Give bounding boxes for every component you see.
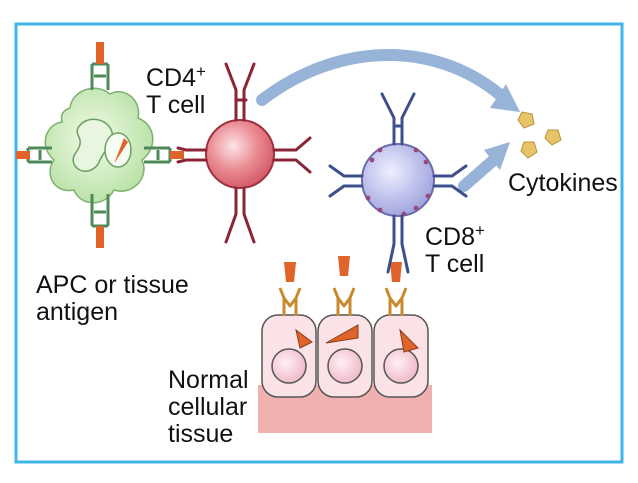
apc-inner-vesicle — [104, 132, 132, 168]
cd8-label-line2: T cell — [425, 250, 485, 278]
apc-antigen-bottom — [96, 226, 104, 248]
cd4-arrow-head — [490, 84, 520, 112]
mhc-peptides — [284, 256, 402, 282]
apc-receptor-bottom — [90, 194, 110, 228]
cytokine-3 — [520, 141, 538, 159]
apc-antigen-left — [16, 151, 30, 159]
cytokines-label: Cytokines — [508, 170, 618, 197]
apc-label-line1: APC or tissue — [36, 271, 189, 299]
cytokine-particles — [517, 111, 562, 159]
apc-internal-antigen — [114, 138, 128, 164]
cd8-receptor-top — [380, 92, 416, 146]
apc-receptor-right — [144, 146, 172, 164]
normal-label-line2: cellular — [168, 393, 248, 421]
tissue-cells — [261, 314, 429, 398]
apc-label-line2: antigen — [36, 298, 119, 326]
tissue-nucleus-2 — [327, 348, 363, 384]
apc-cell — [44, 87, 154, 204]
normal-label-line1: Normal — [168, 366, 249, 394]
mhc-peptide-2 — [338, 256, 350, 276]
apc-receptor-top — [90, 62, 110, 90]
cd8-label-text: CD8 — [425, 223, 476, 251]
cd4-label-text: CD4 — [146, 64, 197, 92]
cd8-receptor-left — [328, 164, 364, 198]
apc-antigen-right — [170, 151, 184, 159]
cd8-to-cytokines-arrow — [458, 152, 502, 192]
cd4-cell-body — [205, 119, 275, 189]
cd4-receptor-bottom — [224, 186, 256, 244]
frame-border — [14, 22, 624, 464]
mhc-peptide-3 — [390, 262, 402, 282]
granule — [423, 159, 429, 165]
mhc-2 — [332, 287, 356, 316]
cd4-receptor-top — [224, 62, 256, 122]
granule — [377, 207, 383, 213]
mhc-3 — [384, 287, 408, 316]
granule — [365, 195, 371, 201]
cd4-label-line2: T cell — [146, 91, 206, 119]
cd8-label-sup: + — [475, 221, 485, 240]
granule — [369, 157, 375, 163]
cd8-t-cell-label: CD8+ T cell — [425, 221, 485, 278]
tissue-antigen-2 — [325, 324, 359, 344]
cd4-t-cell — [176, 62, 312, 244]
normal-label-line3: tissue — [168, 420, 234, 448]
tissue-antigens — [295, 324, 419, 353]
cd4-receptor-left — [176, 146, 208, 164]
tissue-mhc-molecules — [278, 287, 408, 316]
cd8-cell-body — [361, 143, 435, 217]
mhc-1 — [278, 287, 302, 316]
tissue-nucleus-1 — [271, 348, 307, 384]
apc-label: APC or tissue antigen — [36, 272, 189, 326]
cd8-receptor-right — [432, 164, 468, 198]
granule — [377, 147, 383, 153]
granule — [413, 147, 419, 153]
cd8-granules — [365, 147, 431, 217]
granule — [425, 193, 431, 199]
cd8-arrow-head — [484, 142, 510, 170]
tissue-antigen-1 — [295, 328, 313, 349]
apc-receptor-left — [26, 146, 52, 164]
tissue-nucleus-3 — [383, 348, 419, 384]
mhc-peptide-1 — [284, 262, 296, 282]
granule — [413, 205, 419, 211]
cd4-label-sup: + — [196, 62, 206, 81]
cd8-receptor-bottom — [386, 214, 410, 274]
normal-tissue-label: Normal cellular tissue — [168, 367, 249, 448]
cytokine-2 — [544, 129, 562, 146]
cd4-to-cytokines-arrow — [256, 49, 512, 106]
tissue-antigen-3 — [399, 328, 419, 353]
cytokine-1 — [517, 111, 535, 129]
cd4-t-cell-label: CD4+ T cell — [146, 62, 206, 119]
apc-antigens — [16, 42, 184, 248]
cd4-receptors — [176, 62, 312, 244]
cytokines-label-text: Cytokines — [508, 169, 618, 197]
apc-nucleus — [72, 118, 113, 172]
apc-antigen-top — [96, 42, 104, 64]
cd4-receptor-right — [272, 136, 312, 174]
apc-receptors — [26, 62, 172, 228]
cd8-t-cell — [328, 92, 468, 274]
cd8-receptors — [328, 92, 468, 274]
